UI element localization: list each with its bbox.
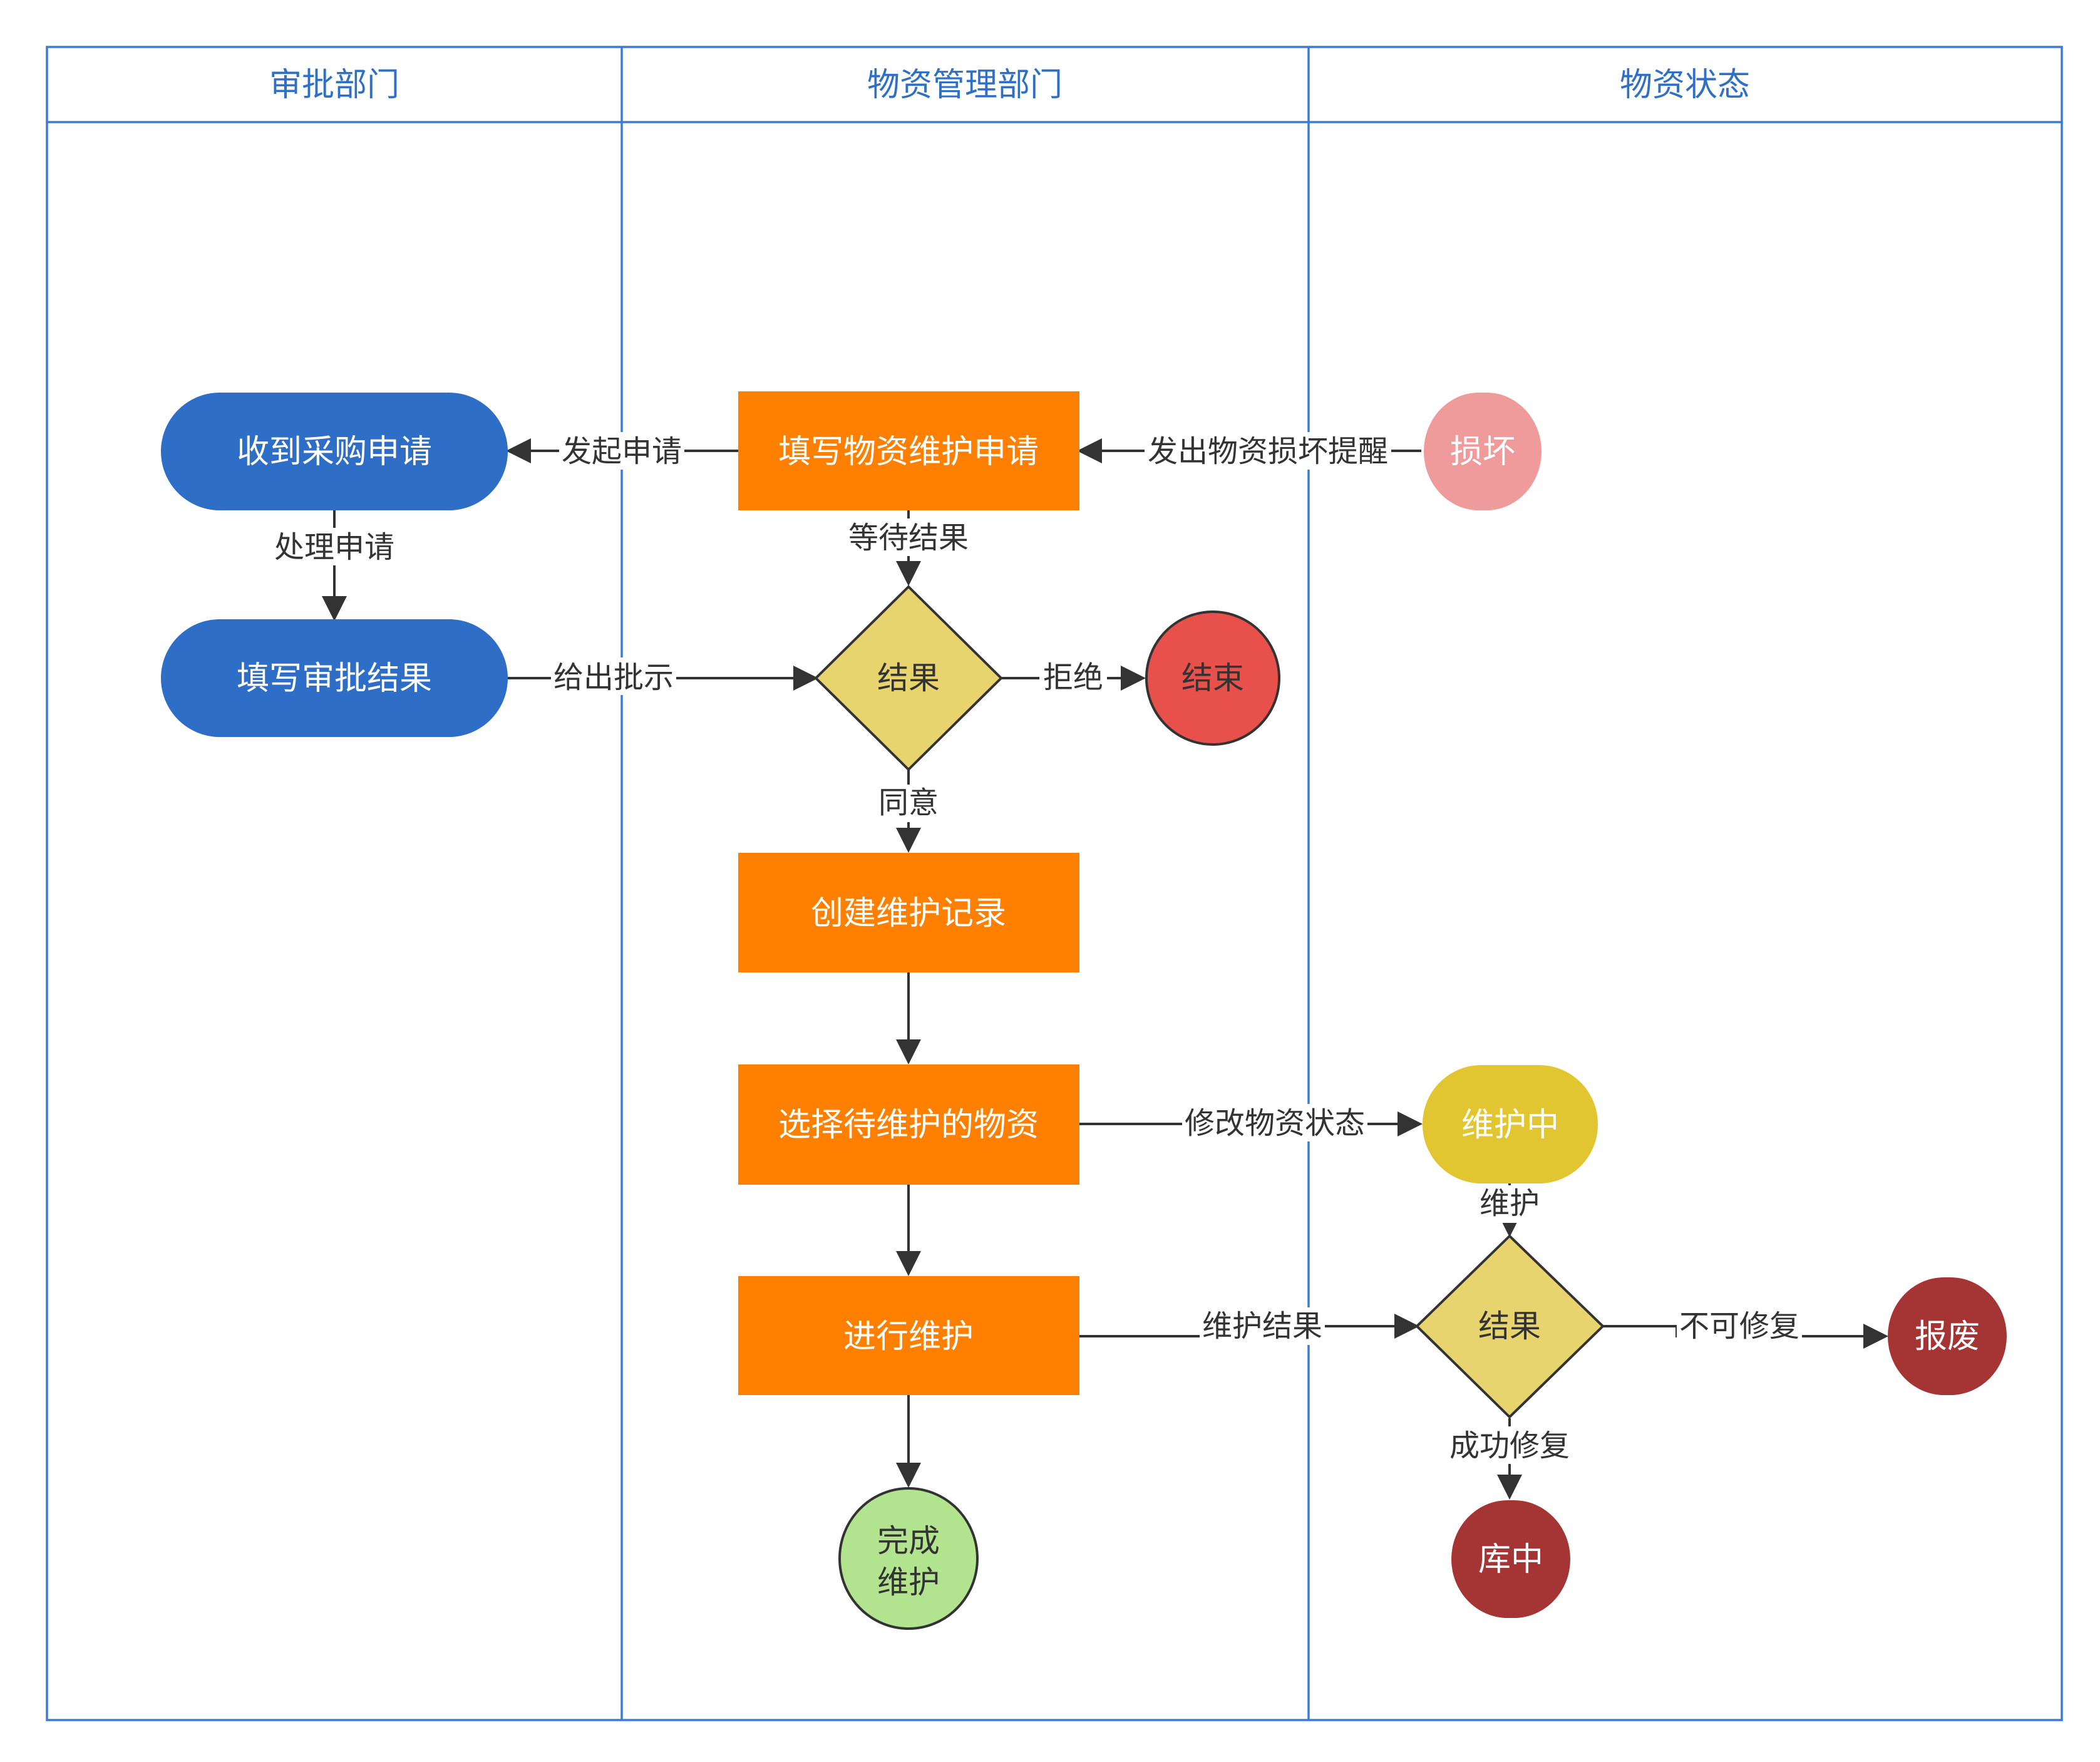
lane-title-status: 物资状态 (1620, 66, 1750, 104)
node-receive-request[interactable]: 收到采购申请 (161, 393, 508, 510)
node-perform-maintenance[interactable]: 进行维护 (738, 1276, 1079, 1395)
edge-label-damage-alert: 发出物资损坏提醒 (1148, 434, 1388, 469)
edge-label-process-request: 处理申请 (274, 530, 394, 565)
node-select-materials[interactable]: 选择待维护的物资 (738, 1064, 1079, 1185)
lane-title-materials: 物资管理部门 (867, 66, 1063, 104)
node-label-under-maintenance: 维护中 (1461, 1106, 1559, 1144)
edge-label-maintain: 维护 (1480, 1186, 1540, 1221)
edge-label-give-instructions: 给出批示 (553, 660, 674, 695)
node-label-receive-request: 收到采购申请 (237, 433, 432, 471)
edge-label-repaired: 成功修复 (1449, 1428, 1570, 1463)
node-decision-approval[interactable]: 结果 (814, 585, 1003, 771)
node-damaged[interactable]: 损坏 (1424, 393, 1542, 510)
lane-title-approval: 审批部门 (269, 66, 399, 104)
node-label-scrapped: 报废 (1915, 1318, 1980, 1356)
node-in-stock[interactable]: 库中 (1451, 1500, 1570, 1618)
node-fill-approval-result[interactable]: 填写审批结果 (161, 619, 508, 737)
node-scrapped[interactable]: 报废 (1888, 1277, 2007, 1395)
node-label-decision-approval: 结果 (877, 660, 940, 696)
node-complete-maintenance[interactable]: 完成 维护 (838, 1487, 979, 1630)
node-create-record[interactable]: 创建维护记录 (738, 853, 1079, 972)
node-label-complete-line2: 维护 (877, 1564, 940, 1600)
edge-label-reject: 拒绝 (1043, 660, 1103, 695)
node-decision-maintenance[interactable]: 结果 (1415, 1234, 1605, 1419)
node-label-fill-maintenance-request: 填写物资维护申请 (778, 433, 1039, 471)
edge-label-modify-status: 修改物资状态 (1185, 1106, 1365, 1141)
node-label-select-materials: 选择待维护的物资 (778, 1106, 1039, 1144)
node-end[interactable]: 结束 (1145, 611, 1280, 746)
node-label-decision-maintenance: 结果 (1478, 1308, 1541, 1344)
node-label-complete-line1: 完成 (877, 1523, 940, 1559)
node-under-maintenance[interactable]: 维护中 (1423, 1065, 1598, 1183)
edge-label-unrepairable: 不可修复 (1679, 1309, 1799, 1344)
node-label-perform-maintenance: 进行维护 (843, 1318, 974, 1356)
edge-label-maintenance-result: 维护结果 (1202, 1309, 1322, 1344)
node-label-create-record: 创建维护记录 (811, 895, 1006, 932)
node-label-end: 结束 (1181, 660, 1244, 696)
edge-label-agree: 同意 (878, 785, 939, 820)
node-label-damaged: 损坏 (1450, 433, 1515, 471)
swimlane-frame (46, 46, 2063, 1721)
node-label-in-stock: 库中 (1478, 1541, 1543, 1579)
node-fill-maintenance-request[interactable]: 填写物资维护申请 (738, 391, 1079, 510)
node-label-fill-approval-result: 填写审批结果 (237, 660, 432, 698)
edge-label-wait-result: 等待结果 (848, 520, 969, 555)
edge-label-initiate-request: 发起申请 (562, 434, 682, 469)
